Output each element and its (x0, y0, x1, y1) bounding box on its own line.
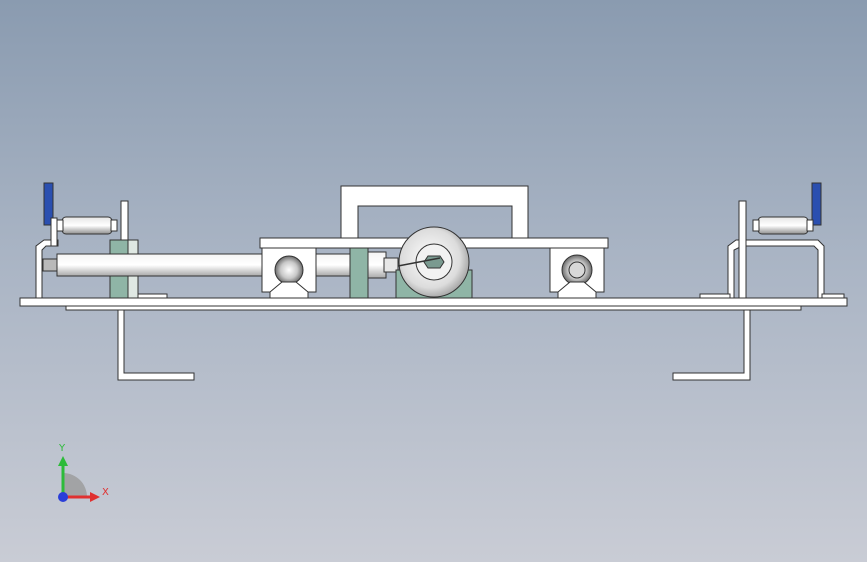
left-roller-cap-2 (110, 219, 118, 232)
right-bearing-foot (557, 281, 597, 299)
left-upright-bracket[interactable] (35, 239, 59, 299)
left-roller-support (50, 217, 58, 247)
right-roller-cap-1 (752, 219, 760, 232)
left-foot-bracket[interactable] (117, 309, 195, 381)
rod-clevis[interactable] (367, 251, 387, 279)
right-foot-bracket[interactable] (672, 309, 751, 381)
rod-collar (349, 245, 369, 299)
right-mount-pad-2 (821, 293, 845, 299)
base-plate[interactable] (19, 297, 848, 307)
right-mount-pad-1 (699, 293, 731, 299)
left-roller-cap-1 (56, 219, 64, 232)
triad-plane-arc (63, 473, 87, 497)
hub-hex (423, 255, 445, 269)
z-axis-dot-icon (58, 492, 68, 502)
left-mount-pad (134, 293, 168, 299)
left-blue-bracket[interactable] (43, 182, 54, 226)
right-blue-bracket[interactable] (811, 182, 822, 226)
axis-triad (58, 456, 100, 502)
x-axis-arrow-icon (90, 492, 100, 502)
right-upright-bracket[interactable] (727, 239, 825, 299)
wheel-crank-arm (397, 257, 441, 267)
right-roller-cap-2 (806, 219, 814, 232)
left-bearing-foot (269, 281, 309, 299)
base-rib (65, 305, 802, 311)
right-post[interactable] (738, 200, 747, 299)
left-roller[interactable] (61, 216, 113, 235)
y-axis-label: Y (59, 443, 66, 454)
right-bearing-inner (568, 261, 586, 279)
y-axis-arrow-icon (58, 456, 68, 466)
left-linear-bearing (274, 255, 304, 285)
right-roller[interactable] (757, 216, 809, 235)
rod-end[interactable] (42, 258, 58, 272)
left-post[interactable] (120, 200, 129, 242)
rod-tip (383, 257, 399, 273)
x-axis-label: X (102, 487, 109, 498)
